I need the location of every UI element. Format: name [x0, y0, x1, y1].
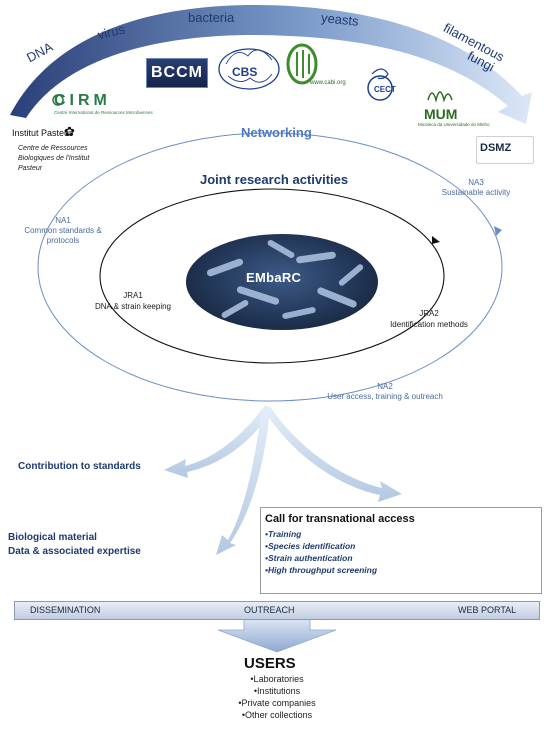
channels-bar: [14, 601, 540, 620]
user-item-private-companies: •Private companies: [238, 698, 316, 708]
embarc-label: EMbaRC: [246, 270, 302, 285]
na3-title: NA3: [468, 178, 484, 187]
cect-logo-mark: [367, 75, 393, 101]
contribution-arrow: [164, 405, 272, 478]
mum-logo-text: MUM: [424, 106, 458, 122]
biological-material-label: Biological material: [8, 532, 97, 543]
na2-title: NA2: [377, 382, 393, 391]
call-title: Call for transnational access: [265, 513, 415, 525]
call-item-species: •Species identification: [265, 541, 356, 551]
joint-research-ellipse: [99, 188, 445, 364]
jra2-title: JRA2: [419, 309, 439, 318]
na2-label: NA2 User access, training & outreach: [310, 382, 460, 402]
cect-logo-text: CECT: [374, 85, 396, 94]
jra2-desc: Identification methods: [390, 320, 468, 329]
biological-material-arrow: [216, 408, 270, 555]
pasteur-logo-subtitle: Centre de Ressources Biologiques de l'In…: [18, 145, 90, 172]
cabi-logo-url: www.cabi.org: [310, 80, 346, 86]
bccm-logo: BCCM: [146, 58, 208, 88]
pasteur-logo-name: Institut Pasteur: [12, 128, 73, 138]
na2-desc: User access, training & outreach: [327, 392, 443, 401]
na3-desc: Sustainable activity: [441, 188, 511, 197]
na1-desc-line1: Common standards &: [24, 226, 102, 235]
user-item-other-collections: •Other collections: [241, 710, 313, 720]
jra2-label: JRA2 Identification methods: [376, 308, 482, 330]
cbs-logo-mark: [218, 48, 280, 90]
dsmz-logo-box: [476, 136, 534, 164]
cirm-logo-subtitle: Centre International de Ressources Micro…: [54, 110, 153, 115]
cbs-logo-text: CBS: [232, 65, 258, 79]
jra1-desc: DNA & strain keeping: [94, 302, 172, 311]
users-title: USERS: [244, 655, 296, 672]
bacteria-micrograph: [186, 234, 378, 330]
users-arrow: [217, 618, 337, 653]
call-item-training: •Training: [265, 529, 302, 539]
organism-arc-band: [10, 5, 532, 124]
networking-ellipse: [37, 132, 503, 402]
bar-dissemination: DISSEMINATION: [30, 605, 101, 615]
dsmz-logo-text: DSMZ: [480, 142, 512, 154]
na1-desc-line2: protocols: [46, 236, 80, 245]
bar-web-portal: WEB PORTAL: [458, 605, 517, 615]
call-transnational-access-box: [260, 507, 542, 594]
call-item-strain: •Strain authentication: [265, 553, 353, 563]
mum-logo-mark: [427, 91, 453, 103]
na1-title: NA1: [55, 216, 71, 225]
cabi-logo-mark: [286, 43, 318, 85]
user-item-institutions: •Institutions: [253, 686, 301, 696]
call-item-screening: •High throughput screening: [265, 565, 378, 575]
user-item-laboratories: •Laboratories: [250, 674, 304, 684]
outer-ellipse-arrowhead: [494, 226, 502, 236]
call-access-arrow: [264, 406, 402, 502]
networking-label: Networking: [241, 125, 312, 140]
contribution-to-standards: Contribution to standards: [18, 461, 141, 472]
na3-label: NA3 Sustainable activity: [426, 178, 526, 198]
data-expertise-label: Data & associated expertise: [8, 546, 141, 557]
cirm-logo-text: CIRM: [54, 92, 111, 109]
na1-label: NA1 Common standards & protocols: [8, 216, 118, 246]
bar-outreach: OUTREACH: [244, 605, 295, 615]
mum-logo-subtitle: Micoteca da Universidade do Minho: [418, 122, 490, 127]
joint-research-label: Joint research activities: [200, 172, 349, 187]
inner-ellipse-arrowhead: [432, 236, 440, 244]
arc-label-bacteria: bacteria: [188, 10, 235, 25]
jra1-title: JRA1: [123, 291, 143, 300]
jra1-label: JRA1 DNA & strain keeping: [78, 290, 188, 312]
pasteur-emblem-icon: ✿: [64, 124, 75, 139]
